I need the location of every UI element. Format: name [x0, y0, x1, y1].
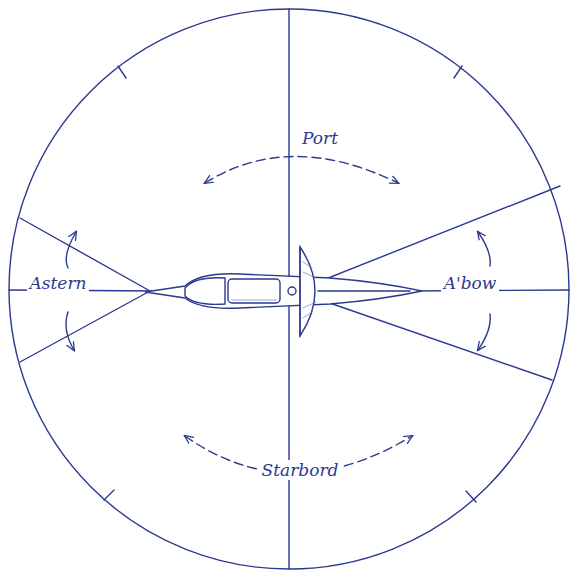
abow-arc-arrow	[478, 314, 490, 350]
sector-line	[298, 292, 552, 380]
sector-line	[20, 291, 150, 362]
sector-circle	[9, 9, 569, 569]
sector-line	[298, 186, 560, 290]
boat-figure	[145, 247, 422, 336]
astern-arc-arrow	[66, 232, 76, 268]
sector-label: Astern	[27, 273, 90, 293]
astern-arc-arrow	[66, 312, 74, 350]
abow-arc-arrow	[478, 232, 490, 266]
sector-label: Port	[299, 128, 341, 148]
sector-label: Starbord	[259, 460, 342, 480]
circle-ticks	[104, 66, 476, 502]
sector-label: A'bow	[441, 273, 500, 293]
port-arc-arrow	[205, 157, 398, 184]
